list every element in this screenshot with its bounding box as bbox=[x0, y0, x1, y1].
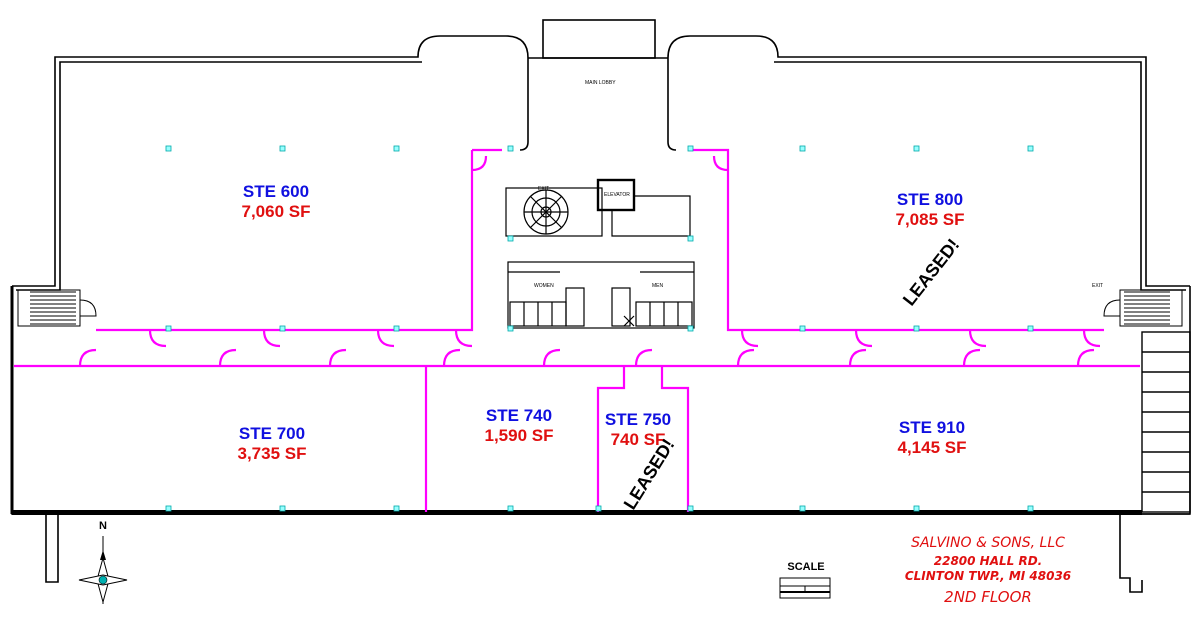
scale-label: SCALE bbox=[787, 561, 825, 573]
suite-750-label: STE 750 740 SF bbox=[583, 410, 693, 450]
main-lobby-label: MAIN LOBBY bbox=[585, 80, 616, 86]
suite-740-name: STE 740 bbox=[485, 406, 553, 425]
suite-740-area: 1,590 SF bbox=[484, 426, 554, 445]
suite-910-label: STE 910 4,145 SF bbox=[872, 418, 992, 458]
suite-750-name: STE 750 bbox=[604, 410, 672, 429]
scale-bar bbox=[779, 577, 831, 599]
women-restroom-label: WOMEN bbox=[534, 283, 554, 289]
suite-910-name: STE 910 bbox=[898, 418, 966, 437]
title-address1: 22800 HALL RD. bbox=[933, 554, 1043, 568]
suite-750-area: 740 SF bbox=[610, 430, 666, 449]
east-stair bbox=[1141, 331, 1191, 513]
east-exit-label: EXIT bbox=[1092, 283, 1104, 289]
southwest-wall bbox=[45, 514, 59, 583]
structural-columns bbox=[165, 145, 1034, 512]
east-corridor-stair bbox=[1103, 289, 1183, 327]
building-core bbox=[505, 178, 695, 329]
suite-800-label: STE 800 7,085 SF bbox=[870, 190, 990, 230]
suite-600-area: 7,060 SF bbox=[241, 202, 311, 221]
elevator-label: ELEVATOR bbox=[604, 192, 630, 198]
suite-700-area: 3,735 SF bbox=[237, 444, 307, 463]
north-label: N bbox=[99, 520, 107, 532]
suite-800-area: 7,085 SF bbox=[895, 210, 965, 229]
title-address2: CLINTON TWP., MI 48036 bbox=[904, 569, 1072, 583]
suite-910-area: 4,145 SF bbox=[897, 438, 967, 457]
suite-700-label: STE 700 3,735 SF bbox=[212, 424, 332, 464]
men-restroom-label: MEN bbox=[652, 283, 664, 289]
suite-800-name: STE 800 bbox=[896, 190, 964, 209]
west-stair bbox=[17, 289, 97, 327]
suite-600-name: STE 600 bbox=[242, 182, 310, 201]
title-floor: 2ND FLOOR bbox=[944, 588, 1032, 606]
south-facade bbox=[12, 510, 1142, 515]
southeast-wall bbox=[1119, 330, 1191, 593]
title-company: SALVINO & SONS, LLC bbox=[911, 535, 1065, 551]
core-exit-label: EXIT bbox=[538, 186, 550, 192]
suite-600-label: STE 600 7,060 SF bbox=[216, 182, 336, 222]
north-arrow-icon bbox=[78, 536, 128, 604]
suite-740-label: STE 740 1,590 SF bbox=[459, 406, 579, 446]
suite-700-name: STE 700 bbox=[238, 424, 306, 443]
